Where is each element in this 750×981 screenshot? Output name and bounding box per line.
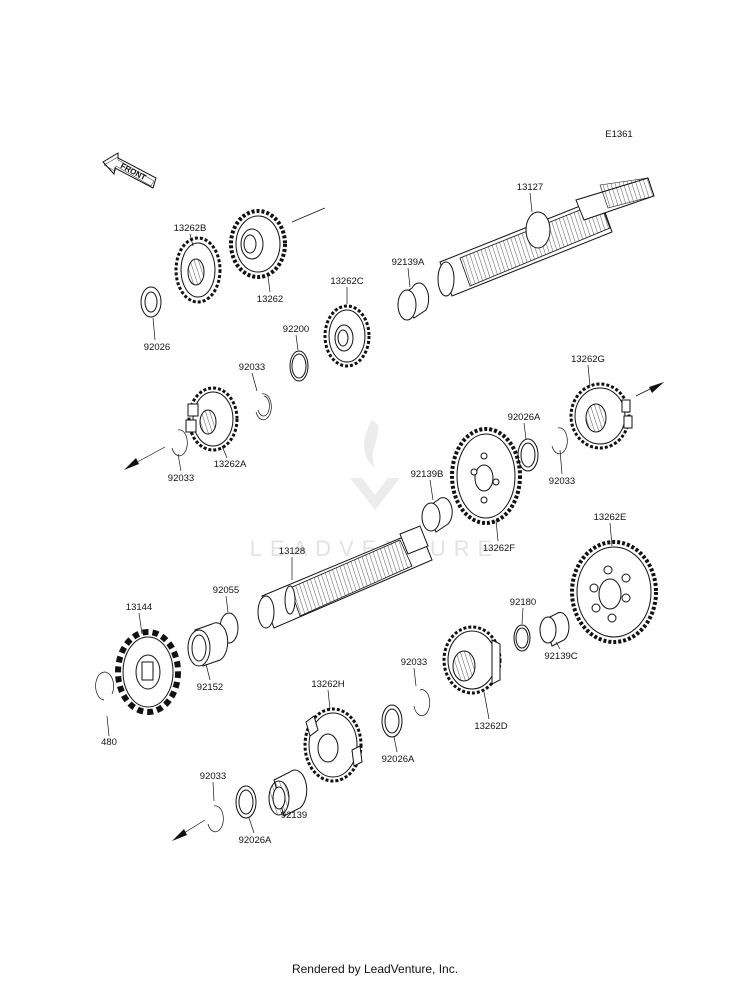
label-13262C: 13262C — [330, 276, 363, 287]
label-92139A: 92139A — [392, 257, 425, 268]
washer-92026A-c — [235, 785, 257, 819]
label-92180: 92180 — [510, 597, 536, 608]
circlip-480 — [95, 671, 114, 701]
label-92139: 92139 — [281, 810, 307, 821]
gear-13262G — [569, 382, 633, 450]
label-92033-d: 92033 — [401, 657, 427, 668]
label-92026A-c: 92026A — [239, 835, 272, 846]
circlip-92033-c — [551, 427, 568, 455]
washer-92026 — [140, 286, 162, 318]
shaft-13127 — [437, 177, 655, 297]
label-92055: 92055 — [213, 585, 239, 596]
gear-13262F — [450, 427, 522, 525]
watermark-logo — [350, 420, 400, 510]
bushing-92139B — [421, 497, 453, 533]
shaft-13128 — [257, 525, 433, 629]
label-92033-a: 92033 — [239, 362, 265, 373]
label-13144: 13144 — [126, 602, 152, 613]
label-92026A-b: 92026A — [382, 754, 415, 765]
label-92139C: 92139C — [544, 651, 577, 662]
label-92026A-a: 92026A — [508, 412, 541, 423]
label-13262B: 13262B — [174, 223, 207, 234]
label-92152: 92152 — [197, 682, 223, 693]
bushing-92152 — [187, 622, 229, 667]
axis-arrow-right — [635, 382, 664, 397]
ring-92200 — [289, 350, 309, 382]
bushing-92139A — [397, 282, 430, 321]
label-92033-b: 92033 — [168, 473, 194, 484]
label-13128: 13128 — [279, 546, 305, 557]
diagram-id: E1361 — [605, 129, 632, 140]
label-92200: 92200 — [283, 324, 309, 335]
axis-arrow-bottom — [172, 819, 206, 841]
gear-13262 — [229, 209, 287, 279]
label-13127: 13127 — [517, 182, 543, 193]
gear-13262A — [185, 386, 239, 452]
sprocket-13144 — [115, 629, 181, 715]
bushing-92139C — [539, 611, 570, 647]
axis-arrow-left — [124, 446, 166, 470]
bearing-92139 — [268, 769, 308, 817]
label-13262D: 13262D — [474, 721, 507, 732]
gear-13262C — [323, 304, 371, 368]
front-arrow-icon: FRONT — [102, 152, 157, 189]
circlip-92033-e — [207, 805, 224, 833]
gear-13262H — [303, 707, 363, 783]
gear-13262D — [442, 625, 502, 695]
ring-92180 — [513, 624, 531, 652]
footer-credit: Rendered by LeadVenture, Inc. — [291, 962, 459, 976]
label-92033-e: 92033 — [200, 771, 226, 782]
washer-92026A-b — [381, 704, 403, 738]
label-480: 480 — [101, 737, 117, 748]
label-13262E: 13262E — [594, 512, 627, 523]
label-13262H: 13262H — [311, 679, 344, 690]
gear-13262B — [174, 236, 222, 304]
label-92033-c: 92033 — [549, 476, 575, 487]
label-13262A: 13262A — [214, 459, 247, 470]
circlip-92033-b — [171, 429, 188, 457]
washer-92026A-a — [517, 438, 539, 472]
circlip-92033-d — [413, 689, 431, 717]
label-92139B: 92139B — [411, 469, 444, 480]
label-13262F: 13262F — [483, 543, 515, 554]
label-13262: 13262 — [257, 294, 283, 305]
gear-13262E — [570, 540, 658, 644]
circlip-92033-a — [255, 393, 272, 421]
label-13262G: 13262G — [571, 354, 605, 365]
label-92026: 92026 — [144, 342, 170, 353]
